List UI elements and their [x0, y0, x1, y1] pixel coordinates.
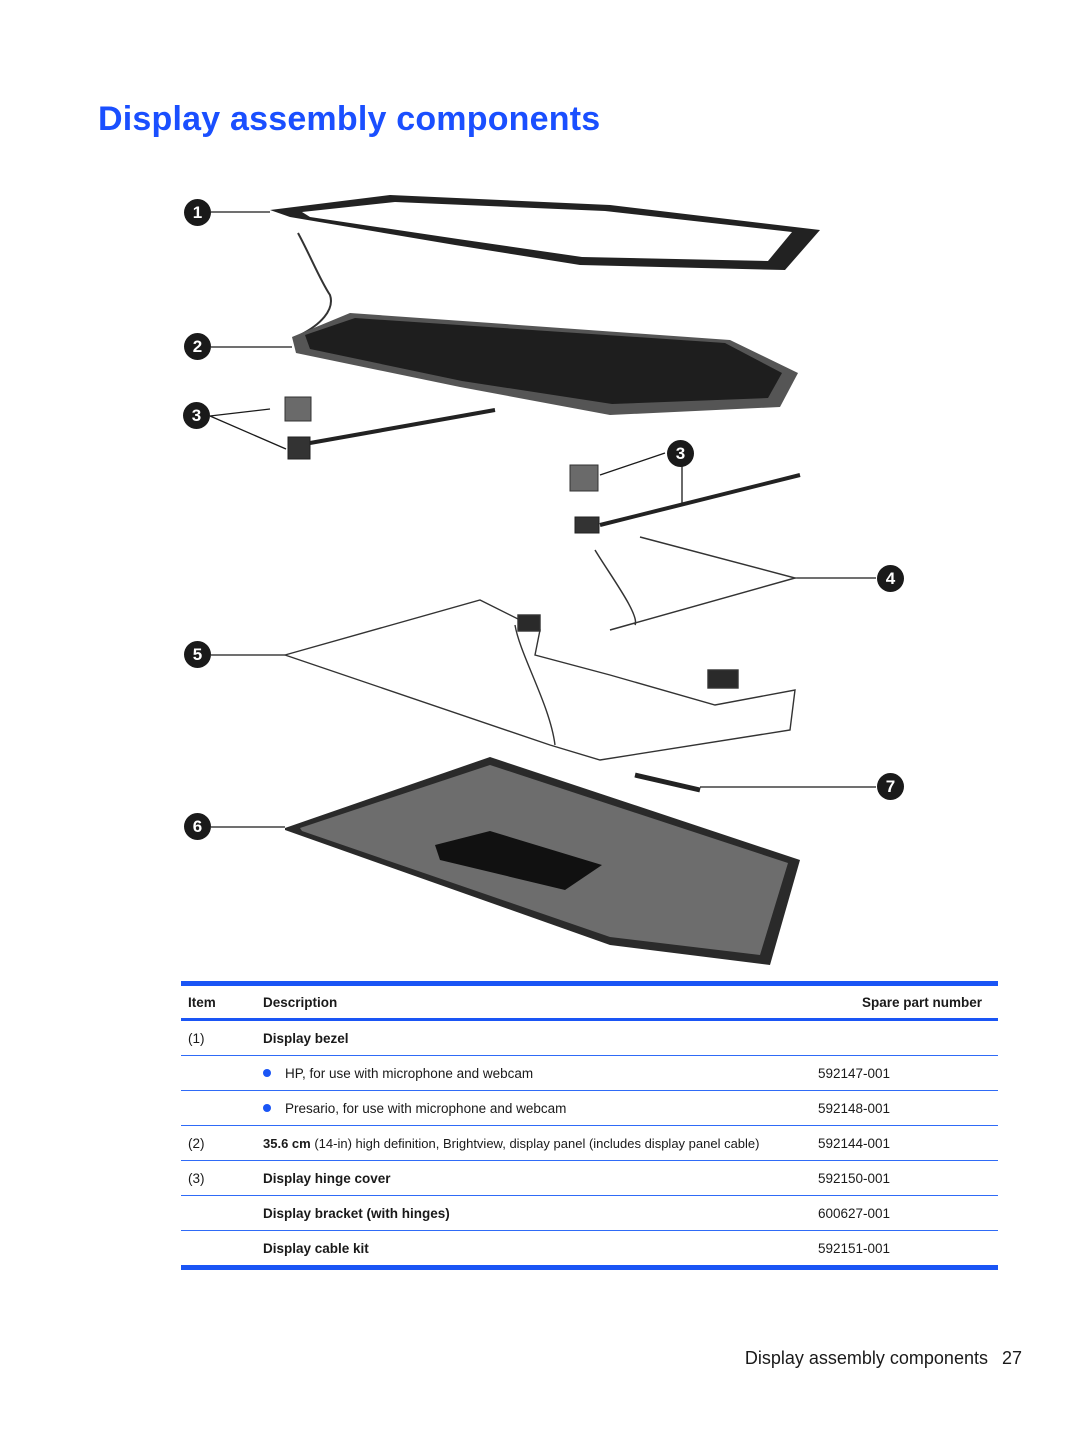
right-hinge-cover — [569, 464, 599, 492]
description-cell: Display cable kit — [263, 1230, 801, 1270]
description-cell: Display hinge cover — [263, 1160, 801, 1196]
callout-5: 5 — [184, 641, 211, 668]
part-number-cell: 592150-001 — [801, 1160, 998, 1196]
part-number-cell: 592144-001 — [801, 1125, 998, 1161]
item-cell — [181, 1090, 263, 1126]
header-spare-part-number: Spare part number — [861, 994, 982, 1010]
left-hinge-cover — [284, 396, 312, 422]
display-panel — [292, 313, 798, 415]
webcam-module — [634, 772, 701, 793]
header-item: Item — [188, 994, 216, 1010]
description-cell: Presario, for use with microphone and we… — [263, 1090, 801, 1126]
footer-section-title: Display assembly components — [744, 1348, 988, 1368]
table-row: (1) Display bezel — [181, 1019, 998, 1056]
part-number-cell: 600627-001 — [801, 1195, 998, 1231]
panel-size-inches: (14-in) — [314, 1135, 352, 1151]
display-cable-kit — [594, 536, 798, 631]
antenna-cable-assembly — [284, 599, 796, 761]
table-row: HP, for use with microphone and webcam 5… — [181, 1055, 998, 1091]
page-number: 27 — [1001, 1348, 1022, 1368]
part-number-cell: 592148-001 — [801, 1090, 998, 1126]
right-display-bracket — [574, 473, 801, 534]
callout-2: 2 — [184, 333, 211, 360]
description-cell: Display bracket (with hinges) — [263, 1195, 801, 1231]
table-row: Display bracket (with hinges) 600627-001 — [181, 1195, 998, 1231]
display-bezel — [270, 195, 820, 270]
description-text: Presario, for use with microphone and we… — [285, 1100, 567, 1116]
description-cell: 35.6 cm (14-in) high definition, Brightv… — [263, 1125, 801, 1161]
description-cell: HP, for use with microphone and webcam — [263, 1055, 801, 1091]
parts-illustration — [209, 195, 876, 965]
table-row: Display cable kit 592151-001 — [181, 1230, 998, 1270]
leader-lines — [209, 211, 876, 828]
callout-6: 6 — [184, 813, 211, 840]
page-footer: Display assembly components 27 — [745, 1348, 1022, 1369]
page-title: Display assembly components — [98, 100, 601, 138]
item-cell: (3) — [181, 1160, 263, 1196]
description-text: HP, for use with microphone and webcam — [285, 1065, 534, 1081]
callout-1: 1 — [184, 199, 211, 226]
left-display-bracket — [287, 408, 496, 460]
item-cell — [181, 1230, 263, 1270]
table-row: (3) Display hinge cover 592150-001 — [181, 1160, 998, 1196]
part-number-cell — [801, 1019, 998, 1056]
item-cell — [181, 1195, 263, 1231]
bullet-icon — [263, 1069, 271, 1078]
table-header-row: Item Description Spare part number — [181, 983, 998, 1020]
part-number-cell: 592147-001 — [801, 1055, 998, 1091]
panel-size: 35.6 cm — [263, 1135, 311, 1151]
display-enclosure — [285, 757, 800, 965]
item-cell: (2) — [181, 1125, 263, 1161]
callout-3-left: 3 — [183, 402, 210, 429]
header-description: Description — [263, 994, 338, 1010]
table-row: (2) 35.6 cm (14-in) high definition, Bri… — [181, 1125, 998, 1161]
spare-parts-table: Item Description Spare part number (1) D… — [181, 981, 998, 1270]
part-number-cell: 592151-001 — [801, 1230, 998, 1270]
callout-4: 4 — [877, 565, 904, 592]
bullet-icon — [263, 1104, 271, 1113]
panel-description: high definition, Brightview, display pan… — [351, 1135, 760, 1151]
item-cell — [181, 1055, 263, 1091]
display-panel-cable — [297, 232, 332, 336]
callout-7: 7 — [877, 773, 904, 800]
exploded-parts-diagram: 1 2 3 3 4 5 6 7 — [170, 185, 930, 970]
item-cell: (1) — [181, 1019, 263, 1056]
callout-3-right: 3 — [667, 440, 694, 467]
description-cell: Display bezel — [263, 1019, 801, 1056]
table-row: Presario, for use with microphone and we… — [181, 1090, 998, 1126]
